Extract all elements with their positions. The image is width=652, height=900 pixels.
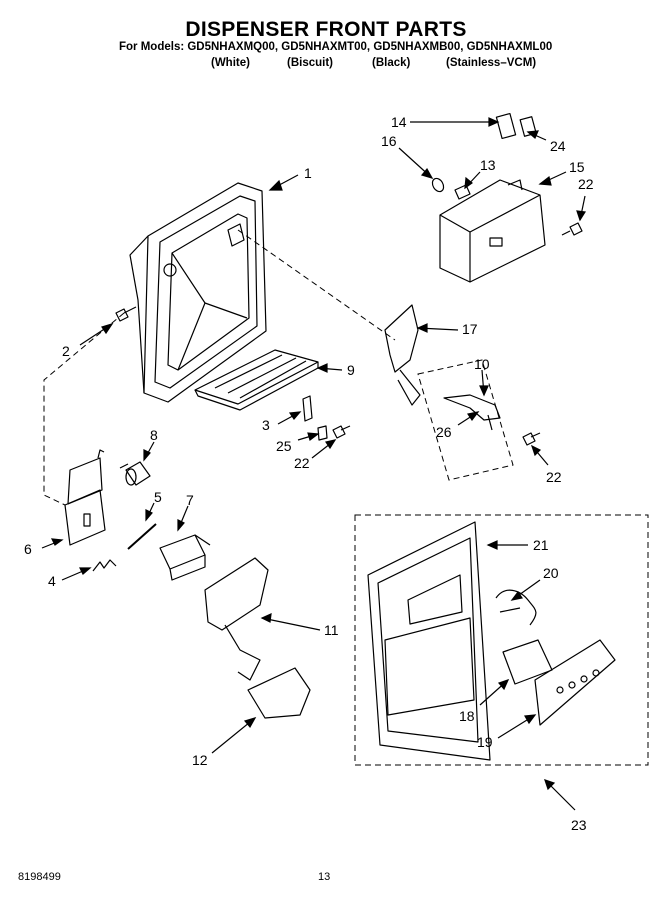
page-title: DISPENSER FRONT PARTS xyxy=(185,18,467,41)
screw-part xyxy=(332,425,351,439)
callout-22: 22 xyxy=(294,455,310,471)
keypad-overlay-part xyxy=(534,639,616,726)
callout-26: 26 xyxy=(436,424,452,440)
connector-part xyxy=(454,184,471,200)
callout-4: 4 xyxy=(48,573,56,589)
callout-1: 1 xyxy=(304,165,312,181)
callout-3: 3 xyxy=(262,417,270,433)
callout-22: 22 xyxy=(546,469,562,485)
screw-part xyxy=(522,432,541,446)
control-board-part xyxy=(502,639,553,685)
variant-biscuit: (Biscuit) xyxy=(287,57,333,69)
actuator-part xyxy=(159,534,211,581)
wire-harness-part xyxy=(495,589,537,626)
connector-line xyxy=(237,229,396,341)
bracket-part xyxy=(495,112,517,140)
rod-part xyxy=(127,523,157,550)
callout-15: 15 xyxy=(569,159,585,175)
callout-20: 20 xyxy=(543,565,559,581)
bracket-part xyxy=(384,304,421,406)
callout-13: 13 xyxy=(480,157,496,173)
switch-housing-part xyxy=(64,449,106,546)
clip-part xyxy=(302,395,313,422)
callout-21: 21 xyxy=(533,537,549,553)
callout-2: 2 xyxy=(62,343,70,359)
callout-18: 18 xyxy=(459,708,475,724)
shim-part xyxy=(317,425,328,441)
callout-19: 19 xyxy=(477,734,493,750)
callout-24: 24 xyxy=(550,138,566,154)
callout-25: 25 xyxy=(276,438,292,454)
variant-stainless: (Stainless–VCM) xyxy=(446,57,537,69)
screw-part xyxy=(115,306,137,322)
connector-line xyxy=(43,312,125,506)
variant-white: (White) xyxy=(211,57,250,69)
callout-22: 22 xyxy=(578,176,594,192)
lamp-part xyxy=(431,177,445,193)
solenoid-part xyxy=(119,461,151,486)
page-number: 13 xyxy=(318,871,331,883)
document-number: 8198499 xyxy=(18,871,61,883)
callout-11: 11 xyxy=(324,622,339,638)
models-line: For Models: GD5NHAXMQ00, GD5NHAXMT00, GD… xyxy=(119,41,553,53)
spring-part xyxy=(92,559,117,572)
callout-16: 16 xyxy=(381,133,397,149)
cover-panel-part xyxy=(367,521,491,761)
callout-9: 9 xyxy=(347,362,355,378)
callout-10: 10 xyxy=(474,356,490,372)
callout-8: 8 xyxy=(150,427,158,443)
callout-14: 14 xyxy=(391,114,407,130)
lever-arm-part xyxy=(204,557,269,681)
group-box-10 xyxy=(417,359,514,481)
callout-12: 12 xyxy=(192,752,208,768)
paddle-part xyxy=(443,394,501,431)
variant-black: (Black) xyxy=(372,57,411,69)
upper-housing-part xyxy=(439,179,546,283)
callout-6: 6 xyxy=(24,541,32,557)
callout-7: 7 xyxy=(186,492,194,508)
callout-23: 23 xyxy=(571,817,587,833)
group-box-23 xyxy=(354,514,649,766)
drip-tray-part xyxy=(194,349,319,411)
callout-5: 5 xyxy=(154,489,162,505)
housing-frame-part xyxy=(129,182,267,403)
callout-17: 17 xyxy=(462,321,478,337)
chute-pad-part xyxy=(247,667,311,719)
screw-part xyxy=(561,222,583,236)
